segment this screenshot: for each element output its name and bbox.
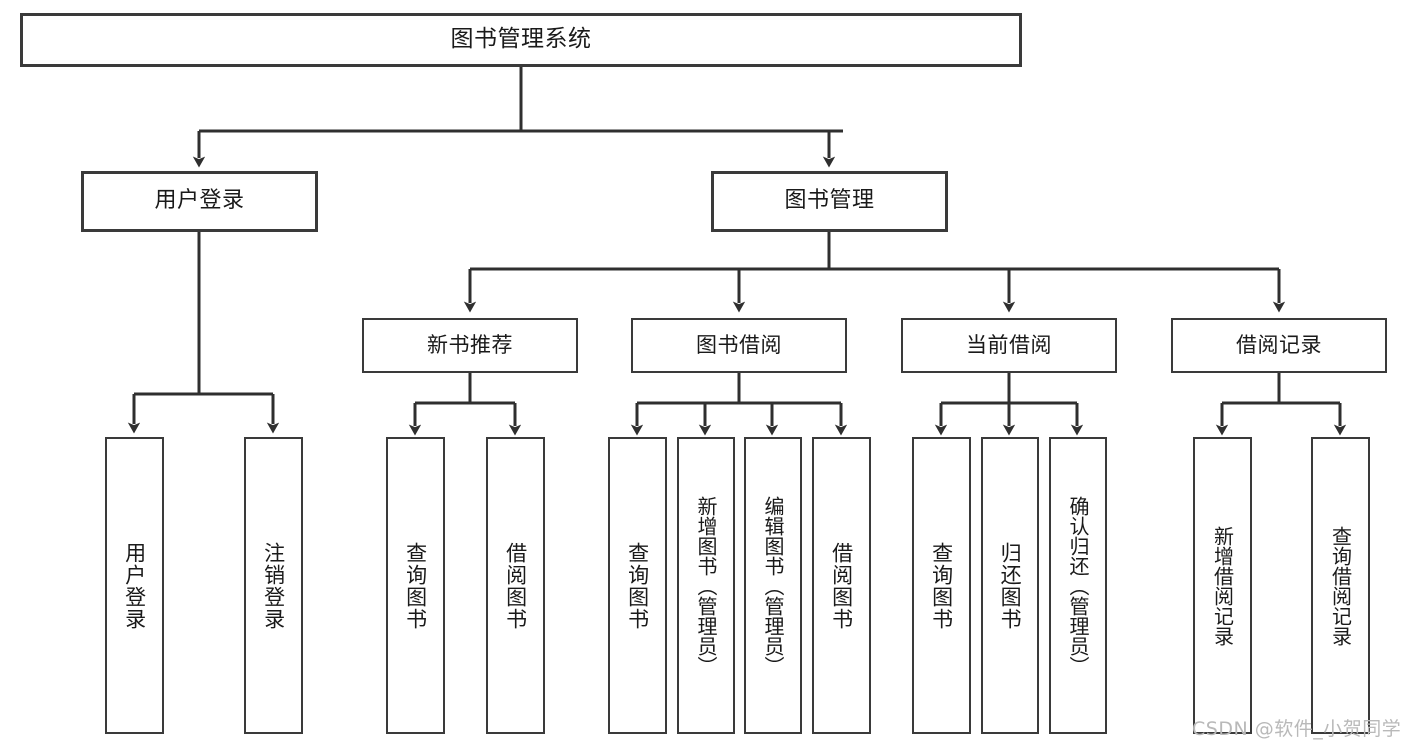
node-leaf-query-book-3-label: 查询图书 — [929, 541, 954, 630]
node-borrow-record-label: 借阅记录 — [1236, 332, 1322, 357]
node-book-borrow-label: 图书借阅 — [696, 332, 782, 357]
node-leaf-query-book-1[interactable]: 查询图书 — [386, 437, 445, 734]
node-current-borrow[interactable]: 当前借阅 — [901, 318, 1117, 373]
node-leaf-add-borrow-record[interactable]: 新增借阅记录 — [1193, 437, 1252, 734]
node-leaf-edit-book-admin-label: 编辑图书（管理员） — [761, 495, 785, 676]
node-leaf-logout-login-label: 注销登录 — [261, 541, 286, 630]
node-leaf-logout-login[interactable]: 注销登录 — [244, 437, 303, 734]
node-book-management[interactable]: 图书管理 — [711, 171, 948, 232]
node-leaf-borrow-book-2[interactable]: 借阅图书 — [812, 437, 871, 734]
node-leaf-borrow-book-2-label: 借阅图书 — [829, 541, 854, 630]
node-user-login[interactable]: 用户登录 — [81, 171, 318, 232]
node-leaf-query-book-1-label: 查询图书 — [403, 541, 428, 630]
node-leaf-confirm-return-admin-label: 确认归还（管理员） — [1066, 495, 1090, 676]
node-user-login-label: 用户登录 — [154, 188, 245, 214]
node-leaf-borrow-book-1-label: 借阅图书 — [503, 541, 528, 630]
node-current-borrow-label: 当前借阅 — [966, 332, 1052, 357]
node-leaf-borrow-book-1[interactable]: 借阅图书 — [486, 437, 545, 734]
node-root[interactable]: 图书管理系统 — [20, 13, 1022, 67]
node-leaf-add-book-admin[interactable]: 新增图书（管理员） — [677, 437, 735, 734]
csdn-watermark: CSDN @软件_小贺同学 — [1192, 718, 1402, 740]
node-leaf-query-book-3[interactable]: 查询图书 — [912, 437, 971, 734]
node-leaf-edit-book-admin[interactable]: 编辑图书（管理员） — [744, 437, 802, 734]
node-new-book-recommend-label: 新书推荐 — [427, 332, 513, 357]
node-book-management-label: 图书管理 — [784, 188, 875, 214]
node-leaf-add-borrow-record-label: 新增借阅记录 — [1210, 525, 1235, 646]
node-leaf-user-login[interactable]: 用户登录 — [105, 437, 164, 734]
node-root-label: 图书管理系统 — [450, 26, 592, 53]
node-new-book-recommend[interactable]: 新书推荐 — [362, 318, 578, 373]
node-leaf-query-book-2[interactable]: 查询图书 — [608, 437, 667, 734]
node-book-borrow[interactable]: 图书借阅 — [631, 318, 847, 373]
node-leaf-query-book-2-label: 查询图书 — [625, 541, 650, 630]
node-leaf-query-borrow-record-label: 查询借阅记录 — [1328, 525, 1353, 646]
node-leaf-query-borrow-record[interactable]: 查询借阅记录 — [1311, 437, 1370, 734]
node-leaf-return-book-label: 归还图书 — [998, 541, 1023, 630]
node-borrow-record[interactable]: 借阅记录 — [1171, 318, 1387, 373]
node-leaf-user-login-label: 用户登录 — [122, 541, 147, 630]
node-leaf-return-book[interactable]: 归还图书 — [981, 437, 1039, 734]
node-leaf-confirm-return-admin[interactable]: 确认归还（管理员） — [1049, 437, 1107, 734]
node-leaf-add-book-admin-label: 新增图书（管理员） — [694, 495, 718, 676]
